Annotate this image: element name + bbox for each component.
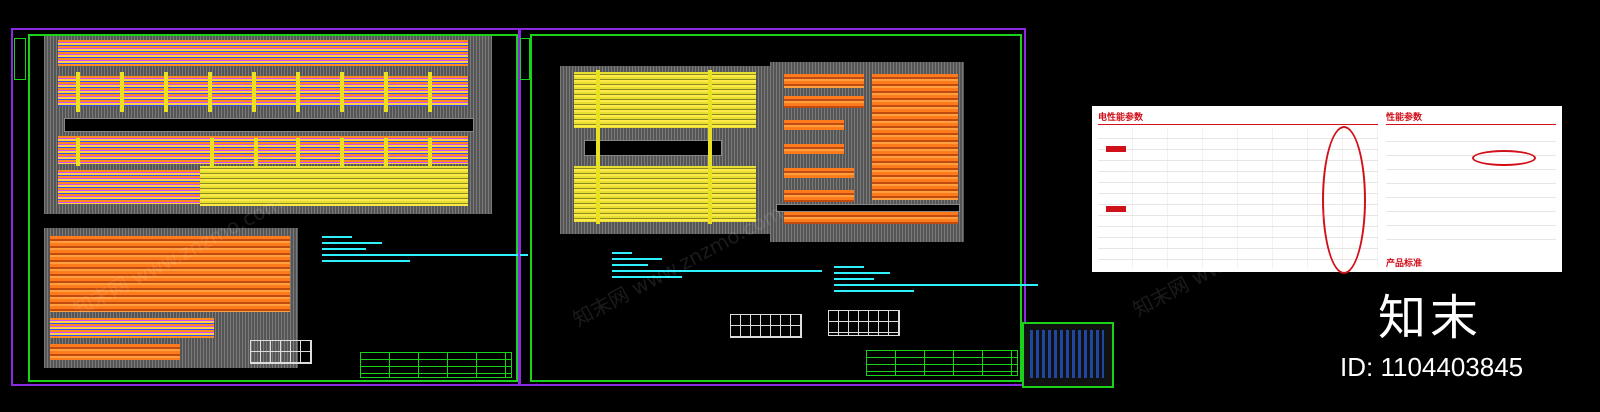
pv-array-c-2 <box>784 96 864 108</box>
pv-array-c-1 <box>784 74 864 88</box>
support-post <box>428 138 432 166</box>
pv-array-c-right <box>872 74 958 200</box>
red-label <box>1106 206 1126 212</box>
support-post <box>120 72 124 112</box>
watermark-id: ID: 1104403845 <box>1340 352 1524 382</box>
pv-array-lower-2 <box>50 318 214 338</box>
leader-line <box>322 242 382 244</box>
inverter-schedule <box>730 314 802 338</box>
support-post <box>596 70 600 224</box>
heading-underline <box>1386 124 1556 125</box>
support-post <box>296 72 300 112</box>
leader-line <box>322 260 410 262</box>
leader-line <box>834 290 914 292</box>
support-post <box>254 138 258 166</box>
roof-walkway <box>64 118 474 132</box>
drawing-sheet-2 <box>518 28 1026 386</box>
leader-line <box>612 264 648 266</box>
thumbnail-content <box>1030 330 1104 378</box>
pv-array-c-6 <box>784 190 854 202</box>
title-block-2 <box>866 350 1018 376</box>
leader-line <box>322 236 352 238</box>
support-post <box>164 72 168 112</box>
spec-table-image: 电性能参数 性能参数 产品标准 <box>1092 106 1562 274</box>
spec-grid-right <box>1386 128 1556 246</box>
highlight-ellipse <box>1472 150 1536 166</box>
pv-array-lower <box>50 236 290 312</box>
pv-array-c-3 <box>784 120 844 130</box>
support-post <box>428 72 432 112</box>
leader-line <box>322 248 366 250</box>
pv-array-c-4 <box>784 144 844 154</box>
pv-array-b-bottom <box>574 166 756 222</box>
leader-line <box>612 252 632 254</box>
support-post <box>252 72 256 112</box>
support-post <box>384 138 388 166</box>
drawing-frame-2 <box>530 34 1022 382</box>
pv-array-row-4 <box>200 166 468 206</box>
leader-line <box>834 272 890 274</box>
support-post <box>340 72 344 112</box>
sheet-2-binding-strip <box>520 38 530 80</box>
pv-array-row-top <box>58 40 468 66</box>
support-post <box>384 72 388 112</box>
pv-array-row-2 <box>58 76 468 106</box>
red-label <box>1106 146 1126 152</box>
pv-array-b-top <box>574 72 756 128</box>
pv-array-row-3 <box>58 136 468 164</box>
product-standard-heading: 产品标准 <box>1386 259 1423 269</box>
support-post <box>76 138 80 166</box>
leader-line <box>322 254 528 256</box>
leader-line <box>834 266 864 268</box>
leader-line <box>612 276 682 278</box>
support-post <box>708 70 712 224</box>
leader-line <box>612 270 822 272</box>
leader-line <box>612 258 662 260</box>
leader-line <box>834 278 874 280</box>
inverter-schedule <box>250 340 312 364</box>
support-post <box>208 72 212 112</box>
pv-array-row-4-left <box>58 170 200 204</box>
leader-line <box>834 284 1038 286</box>
pv-array-c-5 <box>784 168 854 178</box>
support-post <box>296 138 300 166</box>
roof-walkway-c <box>776 204 960 212</box>
performance-params-heading: 性能参数 <box>1386 113 1423 123</box>
support-post <box>210 138 214 166</box>
inverter-schedule <box>828 310 900 336</box>
roof-walkway-b <box>584 140 722 156</box>
watermark-logo: 知末 <box>1378 290 1483 346</box>
drawing-sheet-1 <box>11 28 521 386</box>
pv-array-lower-3 <box>50 344 180 360</box>
heading-underline <box>1098 124 1378 125</box>
support-post <box>76 72 80 112</box>
highlight-ellipse <box>1322 126 1366 274</box>
title-block-1 <box>360 352 512 378</box>
drawing-thumbnail <box>1022 322 1114 388</box>
drawing-frame-1 <box>28 34 518 382</box>
electrical-params-heading: 电性能参数 <box>1098 113 1144 123</box>
sheet-1-binding-strip <box>14 38 26 80</box>
pv-array-c-7 <box>784 212 958 224</box>
support-post <box>340 138 344 166</box>
